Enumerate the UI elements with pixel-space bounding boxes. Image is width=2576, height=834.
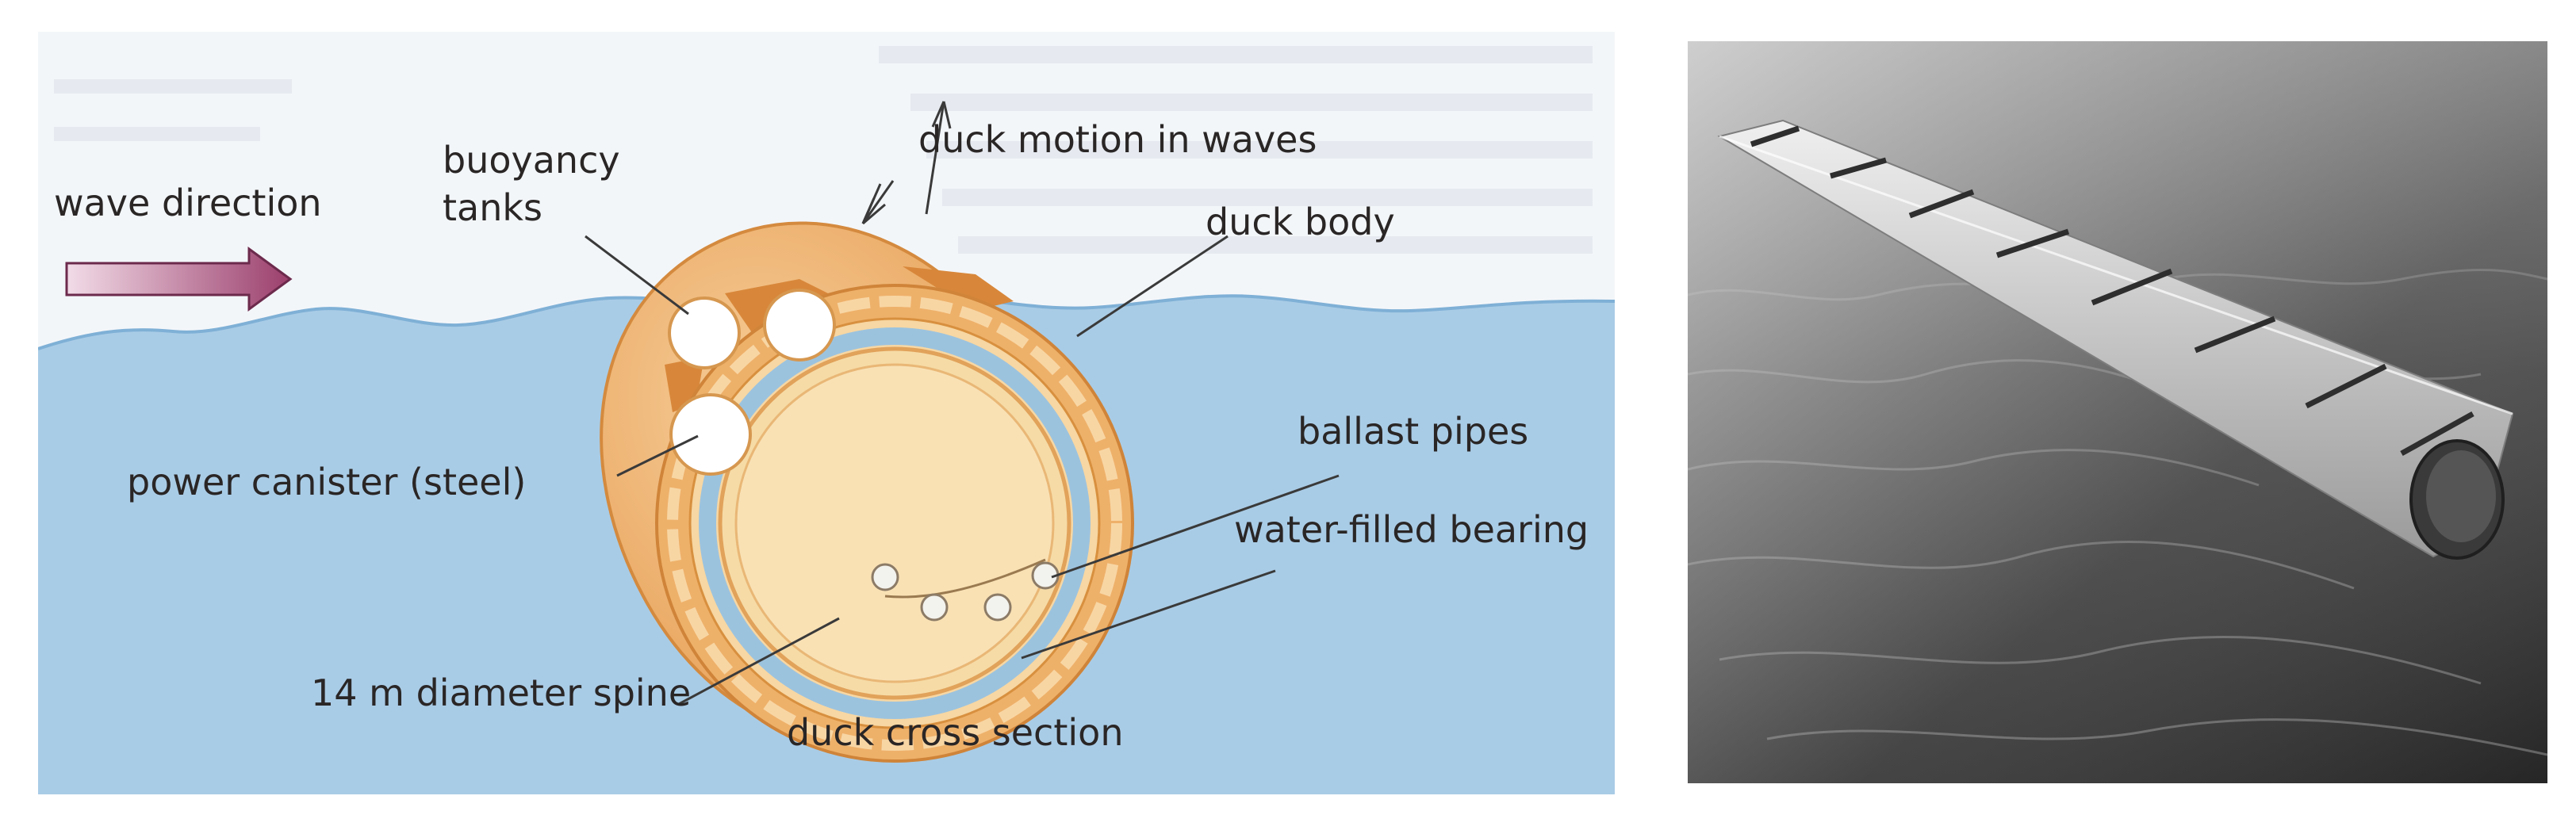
duck-cross-section-diagram: wave direction buoyancy tanks duck motio… [38,32,1615,794]
photo-svg [1688,41,2547,783]
label-ballast-pipes: ballast pipes [1298,410,1528,453]
label-buoyancy-line2: tanks [443,186,542,229]
ballast-track [884,558,1046,599]
leader-lines [585,235,1340,706]
diagram-svg: wave direction buoyancy tanks duck motio… [38,32,1615,794]
label-buoyancy-line1: buoyancy [443,139,620,182]
duck-string [1717,119,2514,560]
duck-motion-arrow [861,101,952,225]
ghost-text-lines [54,46,1593,254]
segment-ring [667,296,1122,751]
label-water-filled-bearing: water-filled bearing [1234,508,1589,551]
label-power-canister: power canister (steel) [127,461,526,503]
wave-direction-arrow [65,247,293,312]
label-duck-motion: duck motion in waves [918,118,1317,161]
label-wave-direction: wave direction [54,182,322,224]
ballast-pipes [871,561,1060,622]
label-cross-section: duck cross section [787,711,1123,754]
label-duck-body: duck body [1206,201,1395,243]
spine-end [2426,450,2496,542]
segment-joints [1750,125,2474,457]
water-filled-bearing [699,327,1091,719]
buoyancy-tanks [668,289,836,369]
power-canister [669,393,752,476]
label-spine: 14 m diameter spine [311,671,691,714]
spine-inner [734,363,1055,683]
duck-array-render [1688,41,2547,783]
